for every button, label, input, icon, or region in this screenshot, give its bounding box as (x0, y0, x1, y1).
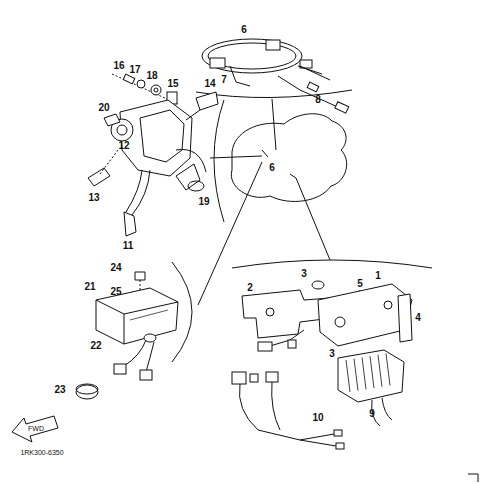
regulator (338, 350, 404, 402)
callout-number: 20 (98, 103, 109, 113)
callout-number: 14 (204, 79, 215, 89)
callout-number: 8 (315, 95, 321, 105)
callout-number: 9 (369, 409, 375, 419)
callout-number: 12 (118, 141, 129, 151)
callout-number: 11 (123, 241, 134, 251)
callout-number: 17 (129, 65, 140, 75)
callout-number: 24 (110, 263, 121, 273)
callout-number: 10 (312, 413, 323, 423)
direction-label: FWD (28, 425, 44, 432)
callout-number: 13 (88, 193, 99, 203)
callout-number: 5 (357, 279, 363, 289)
callout-number: 18 (146, 71, 157, 81)
callout-number: 19 (198, 197, 209, 207)
callout-number: 16 (113, 61, 124, 71)
group-bracket (232, 260, 432, 268)
part-code: 1RK300-6350 (20, 449, 63, 456)
callout-number: 2 (247, 283, 253, 293)
callout-number: 15 (167, 79, 178, 89)
callout-number: 22 (90, 341, 101, 351)
group-bracket (214, 100, 224, 222)
callout-number: 3 (329, 349, 335, 359)
callout-number: 7 (221, 75, 227, 85)
callout-number: 1 (375, 271, 381, 281)
cdi-unit (96, 288, 178, 344)
relay-cover (318, 284, 412, 346)
forward-arrow (12, 416, 58, 442)
callout-number: 3 (301, 269, 307, 279)
callout-number: 25 (110, 287, 121, 297)
group-bracket (196, 90, 352, 98)
callout-number: 21 (84, 282, 95, 292)
ignition-switch (120, 100, 192, 176)
motorcycle-outline (231, 114, 346, 202)
callout-number: 6 (269, 163, 275, 173)
callout-number: 6 (241, 25, 247, 35)
callout-number: 4 (415, 313, 421, 323)
callout-number: 23 (54, 385, 65, 395)
